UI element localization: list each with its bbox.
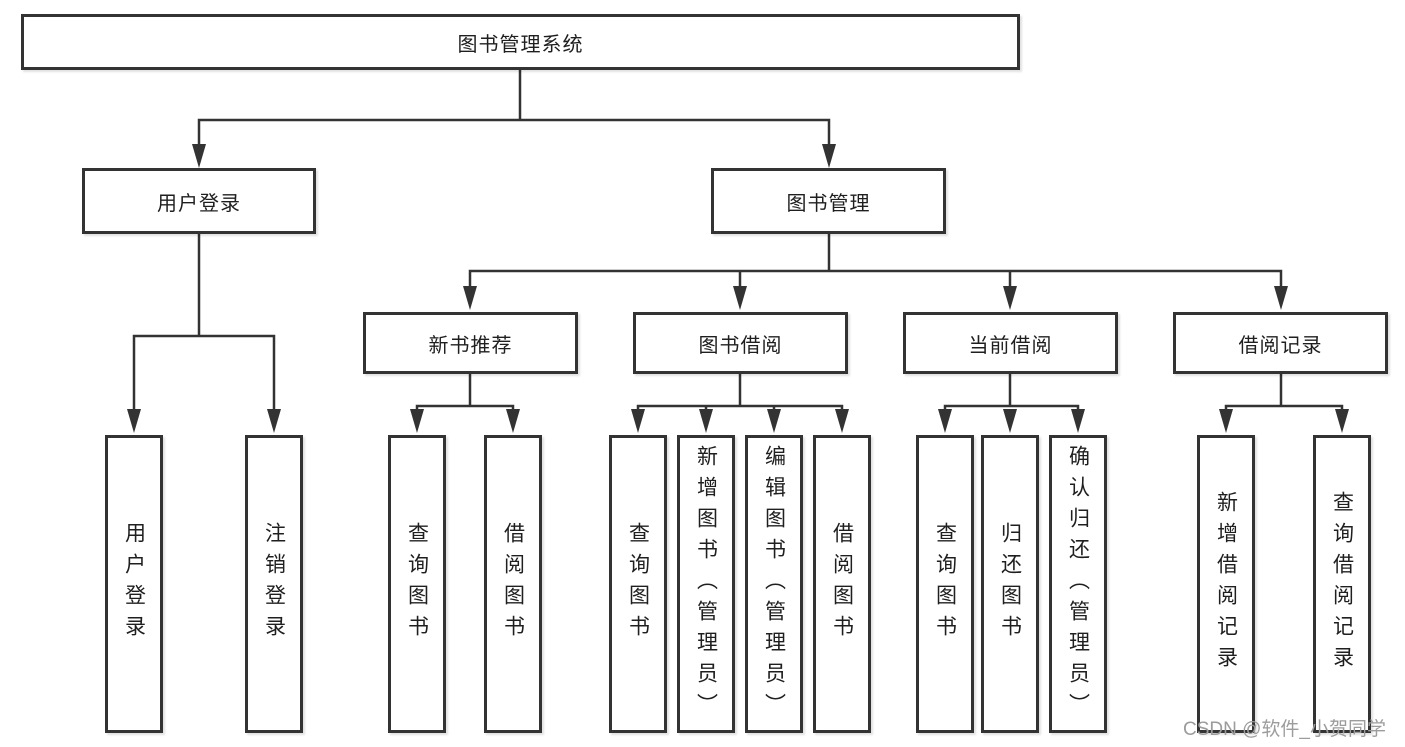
leaf-confirm-return-admin: 确认归还（管理员） [1049, 435, 1107, 733]
node-borrow-record: 借阅记录 [1173, 312, 1388, 374]
connector-book-mgmt-to-level3 [468, 233, 1283, 291]
leaf-query-book-1: 查询图书 [388, 435, 446, 733]
node-book-management: 图书管理 [711, 168, 946, 234]
leaf-query-book-2: 查询图书 [609, 435, 667, 733]
leaf-borrow-book-1: 借阅图书 [484, 435, 542, 733]
node-root-library-system: 图书管理系统 [21, 14, 1020, 70]
connector-new-book-to-leaves [415, 374, 515, 412]
csdn-watermark: CSDN @软件_小贺同学 [1183, 719, 1386, 740]
node-current-borrow: 当前借阅 [903, 312, 1118, 374]
leaf-logout: 注销登录 [245, 435, 303, 733]
leaf-query-borrow-record: 查询借阅记录 [1313, 435, 1371, 733]
leaf-edit-book-admin: 编辑图书（管理员） [745, 435, 803, 733]
node-book-borrow: 图书借阅 [633, 312, 848, 374]
leaf-borrow-book-2: 借阅图书 [813, 435, 871, 733]
leaf-user-login: 用户登录 [105, 435, 163, 733]
connector-book-borrow-to-leaves [636, 374, 844, 412]
leaf-add-book-admin: 新增图书（管理员） [677, 435, 735, 733]
leaf-add-borrow-record: 新增借阅记录 [1197, 435, 1255, 733]
connector-current-borrow-to-leaves [943, 374, 1080, 412]
node-new-book-recommend: 新书推荐 [363, 312, 578, 374]
arrowheads [127, 144, 1349, 433]
connector-borrow-record-to-leaves [1224, 374, 1344, 412]
leaf-return-book: 归还图书 [981, 435, 1039, 733]
node-user-login: 用户登录 [82, 168, 316, 234]
connector-root-to-level2 [197, 69, 831, 150]
leaf-query-book-3: 查询图书 [916, 435, 974, 733]
connector-user-login-to-leaves [132, 233, 276, 412]
